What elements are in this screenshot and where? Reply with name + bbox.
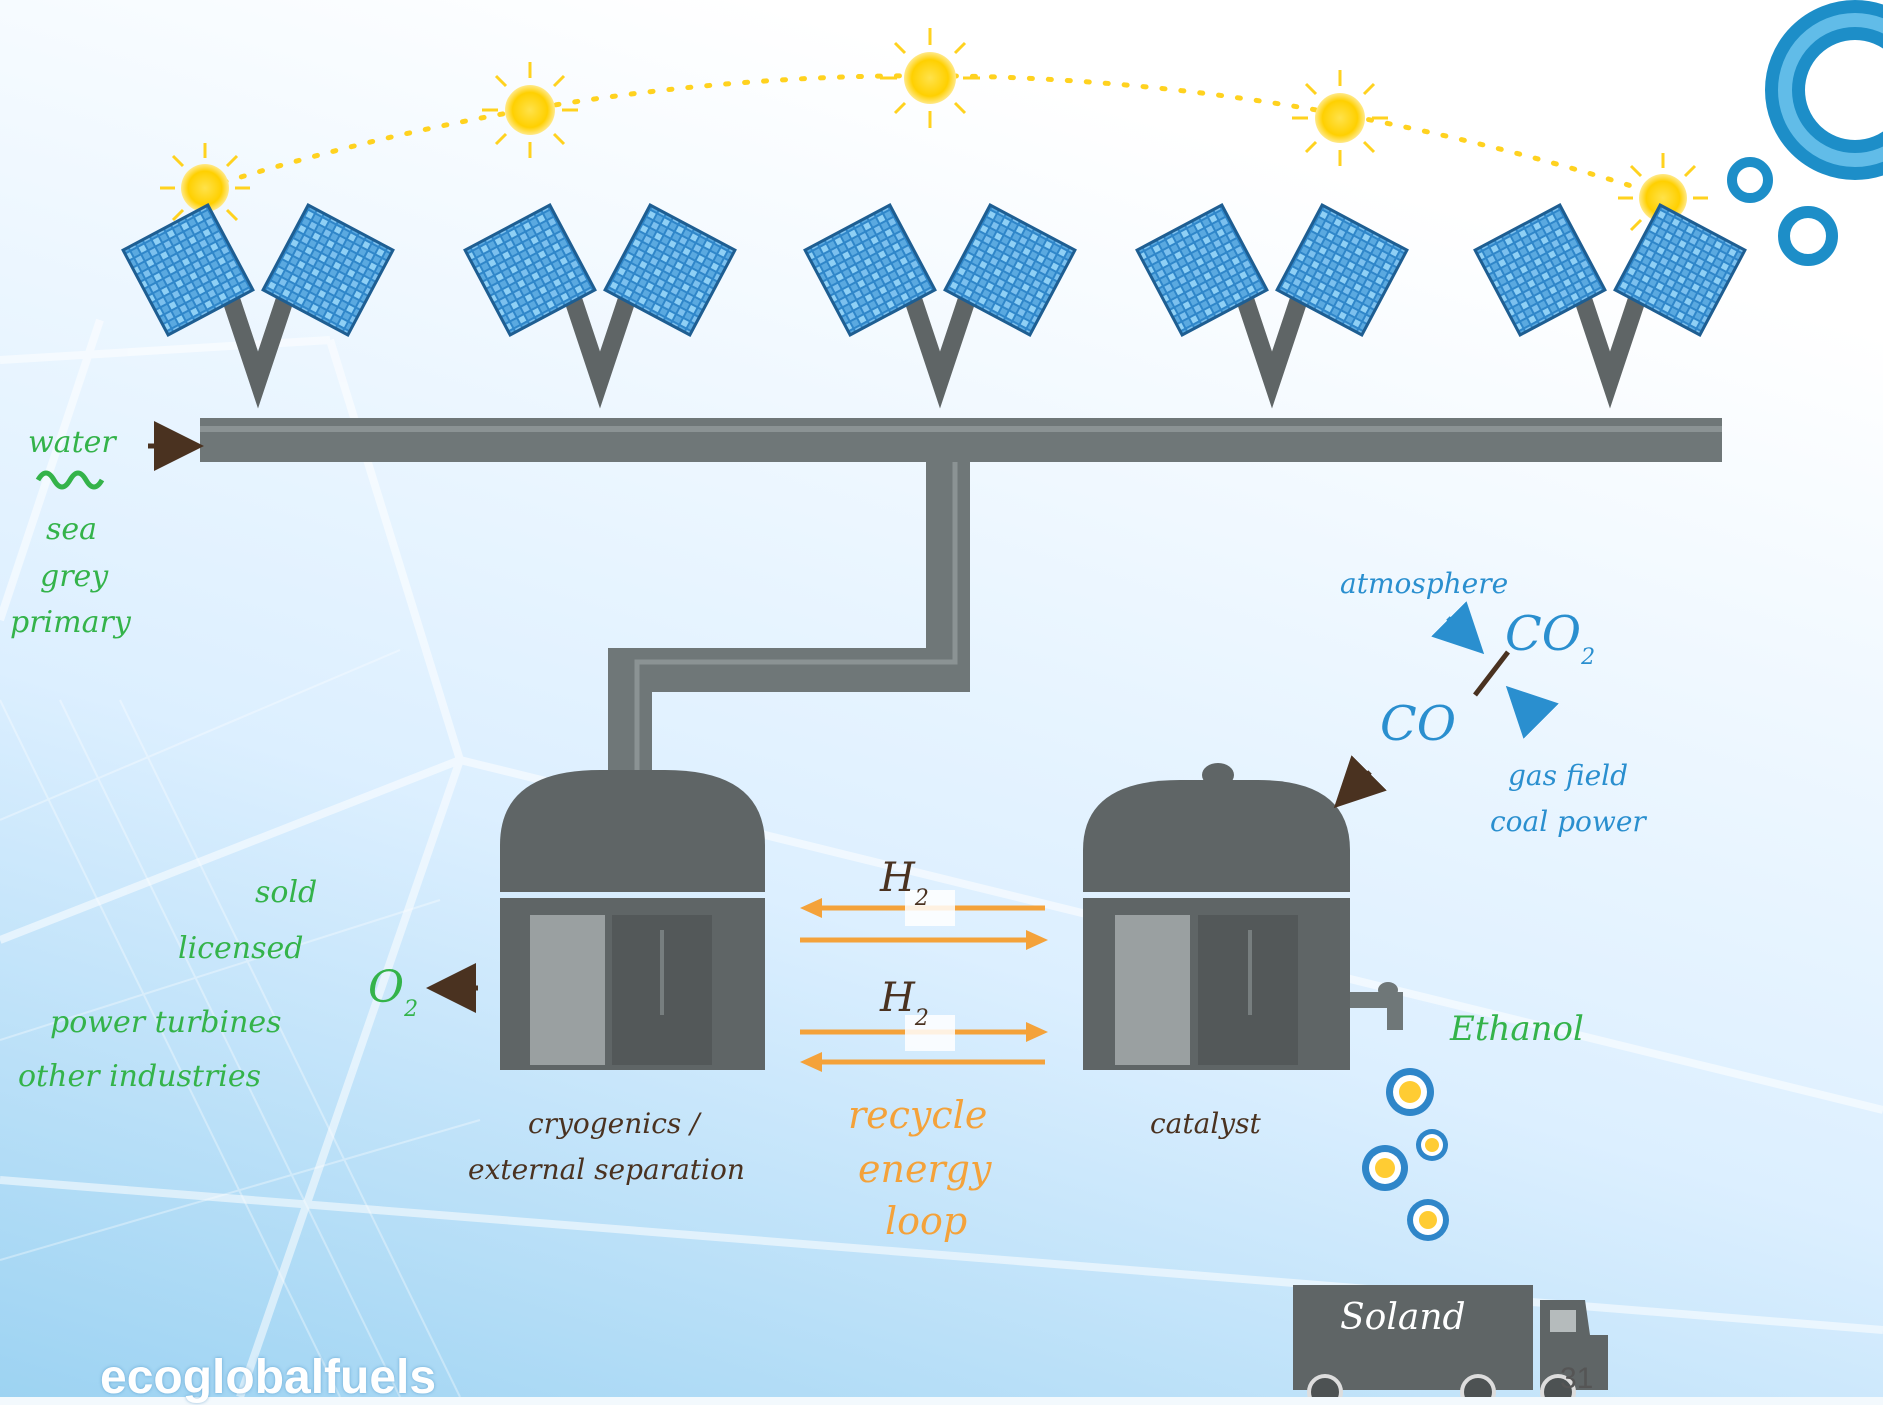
background-grid-fine <box>0 649 481 1397</box>
catalyst-tank <box>1083 763 1403 1070</box>
label-recycle: recycle <box>848 1093 988 1137</box>
label-cryogenics-line1: cryogenics / <box>528 1107 700 1140</box>
main-pipe <box>200 418 1722 462</box>
h2-bottom-subscript: 2 <box>914 1006 929 1031</box>
cryogenics-tank <box>500 770 765 1070</box>
sun-icon <box>482 62 578 158</box>
label-co: CO <box>1380 696 1457 752</box>
label-grey: grey <box>40 559 109 594</box>
h2-top-main: H <box>880 855 915 901</box>
co2-subscript: 2 <box>1581 645 1596 670</box>
co-to-catalyst-arrow <box>1333 755 1387 809</box>
label-other-industries: other industries <box>18 1059 262 1094</box>
label-power-turbines: power turbines <box>50 1005 282 1040</box>
solar-panels <box>121 203 1747 409</box>
label-sold: sold <box>255 875 318 910</box>
o2-main: O <box>368 962 405 1013</box>
connector-pipe <box>608 462 970 830</box>
label-atmosphere: atmosphere <box>1340 567 1509 600</box>
brand-logo-text: ecoglobalfuels <box>100 1351 437 1404</box>
label-primary: primary <box>10 605 131 640</box>
sun-icon <box>160 143 250 222</box>
label-catalyst: catalyst <box>1150 1107 1261 1140</box>
label-loop: loop <box>885 1199 968 1243</box>
label-o2: O2 <box>368 966 418 1021</box>
h2-top-subscript: 2 <box>914 886 929 911</box>
label-co2: CO2 <box>1505 610 1595 669</box>
sun-icons <box>160 28 1708 232</box>
logo-rings <box>1727 0 1883 266</box>
tanker-truck <box>1293 1285 1608 1397</box>
page-number: 31 <box>1560 1362 1594 1395</box>
gasfield-arrow <box>1505 685 1559 739</box>
solar-panel-pair <box>463 203 737 409</box>
co-co2-link <box>1473 650 1510 697</box>
truck-label: Soland <box>1340 1297 1466 1338</box>
solar-panel-pair <box>121 203 395 409</box>
solar-panel-pair <box>803 203 1077 409</box>
o2-subscript: 2 <box>404 997 419 1022</box>
label-energy: energy <box>858 1147 992 1191</box>
atmosphere-arrow <box>1431 601 1485 655</box>
label-water: water <box>28 425 116 460</box>
label-sea: sea <box>46 512 98 547</box>
label-gas-field: gas field <box>1508 759 1629 792</box>
h2-bottom-main: H <box>880 975 915 1021</box>
label-h2-top: H2 <box>880 855 929 910</box>
label-licensed: licensed <box>178 931 304 966</box>
sun-arc <box>202 73 1663 198</box>
label-h2-bottom: H2 <box>880 975 929 1030</box>
label-ethanol: Ethanol <box>1450 1009 1584 1049</box>
solar-panel-pair <box>1473 203 1747 409</box>
water-wave-icon <box>35 470 105 490</box>
ethanol-droplets <box>1362 1068 1449 1241</box>
co2-main: CO <box>1505 606 1582 662</box>
sun-icon <box>1292 70 1388 166</box>
label-cryogenics-line2: external separation <box>468 1153 745 1186</box>
label-coal-power: coal power <box>1490 805 1646 838</box>
solar-panel-pair <box>1135 203 1409 409</box>
sun-icon <box>880 28 980 128</box>
